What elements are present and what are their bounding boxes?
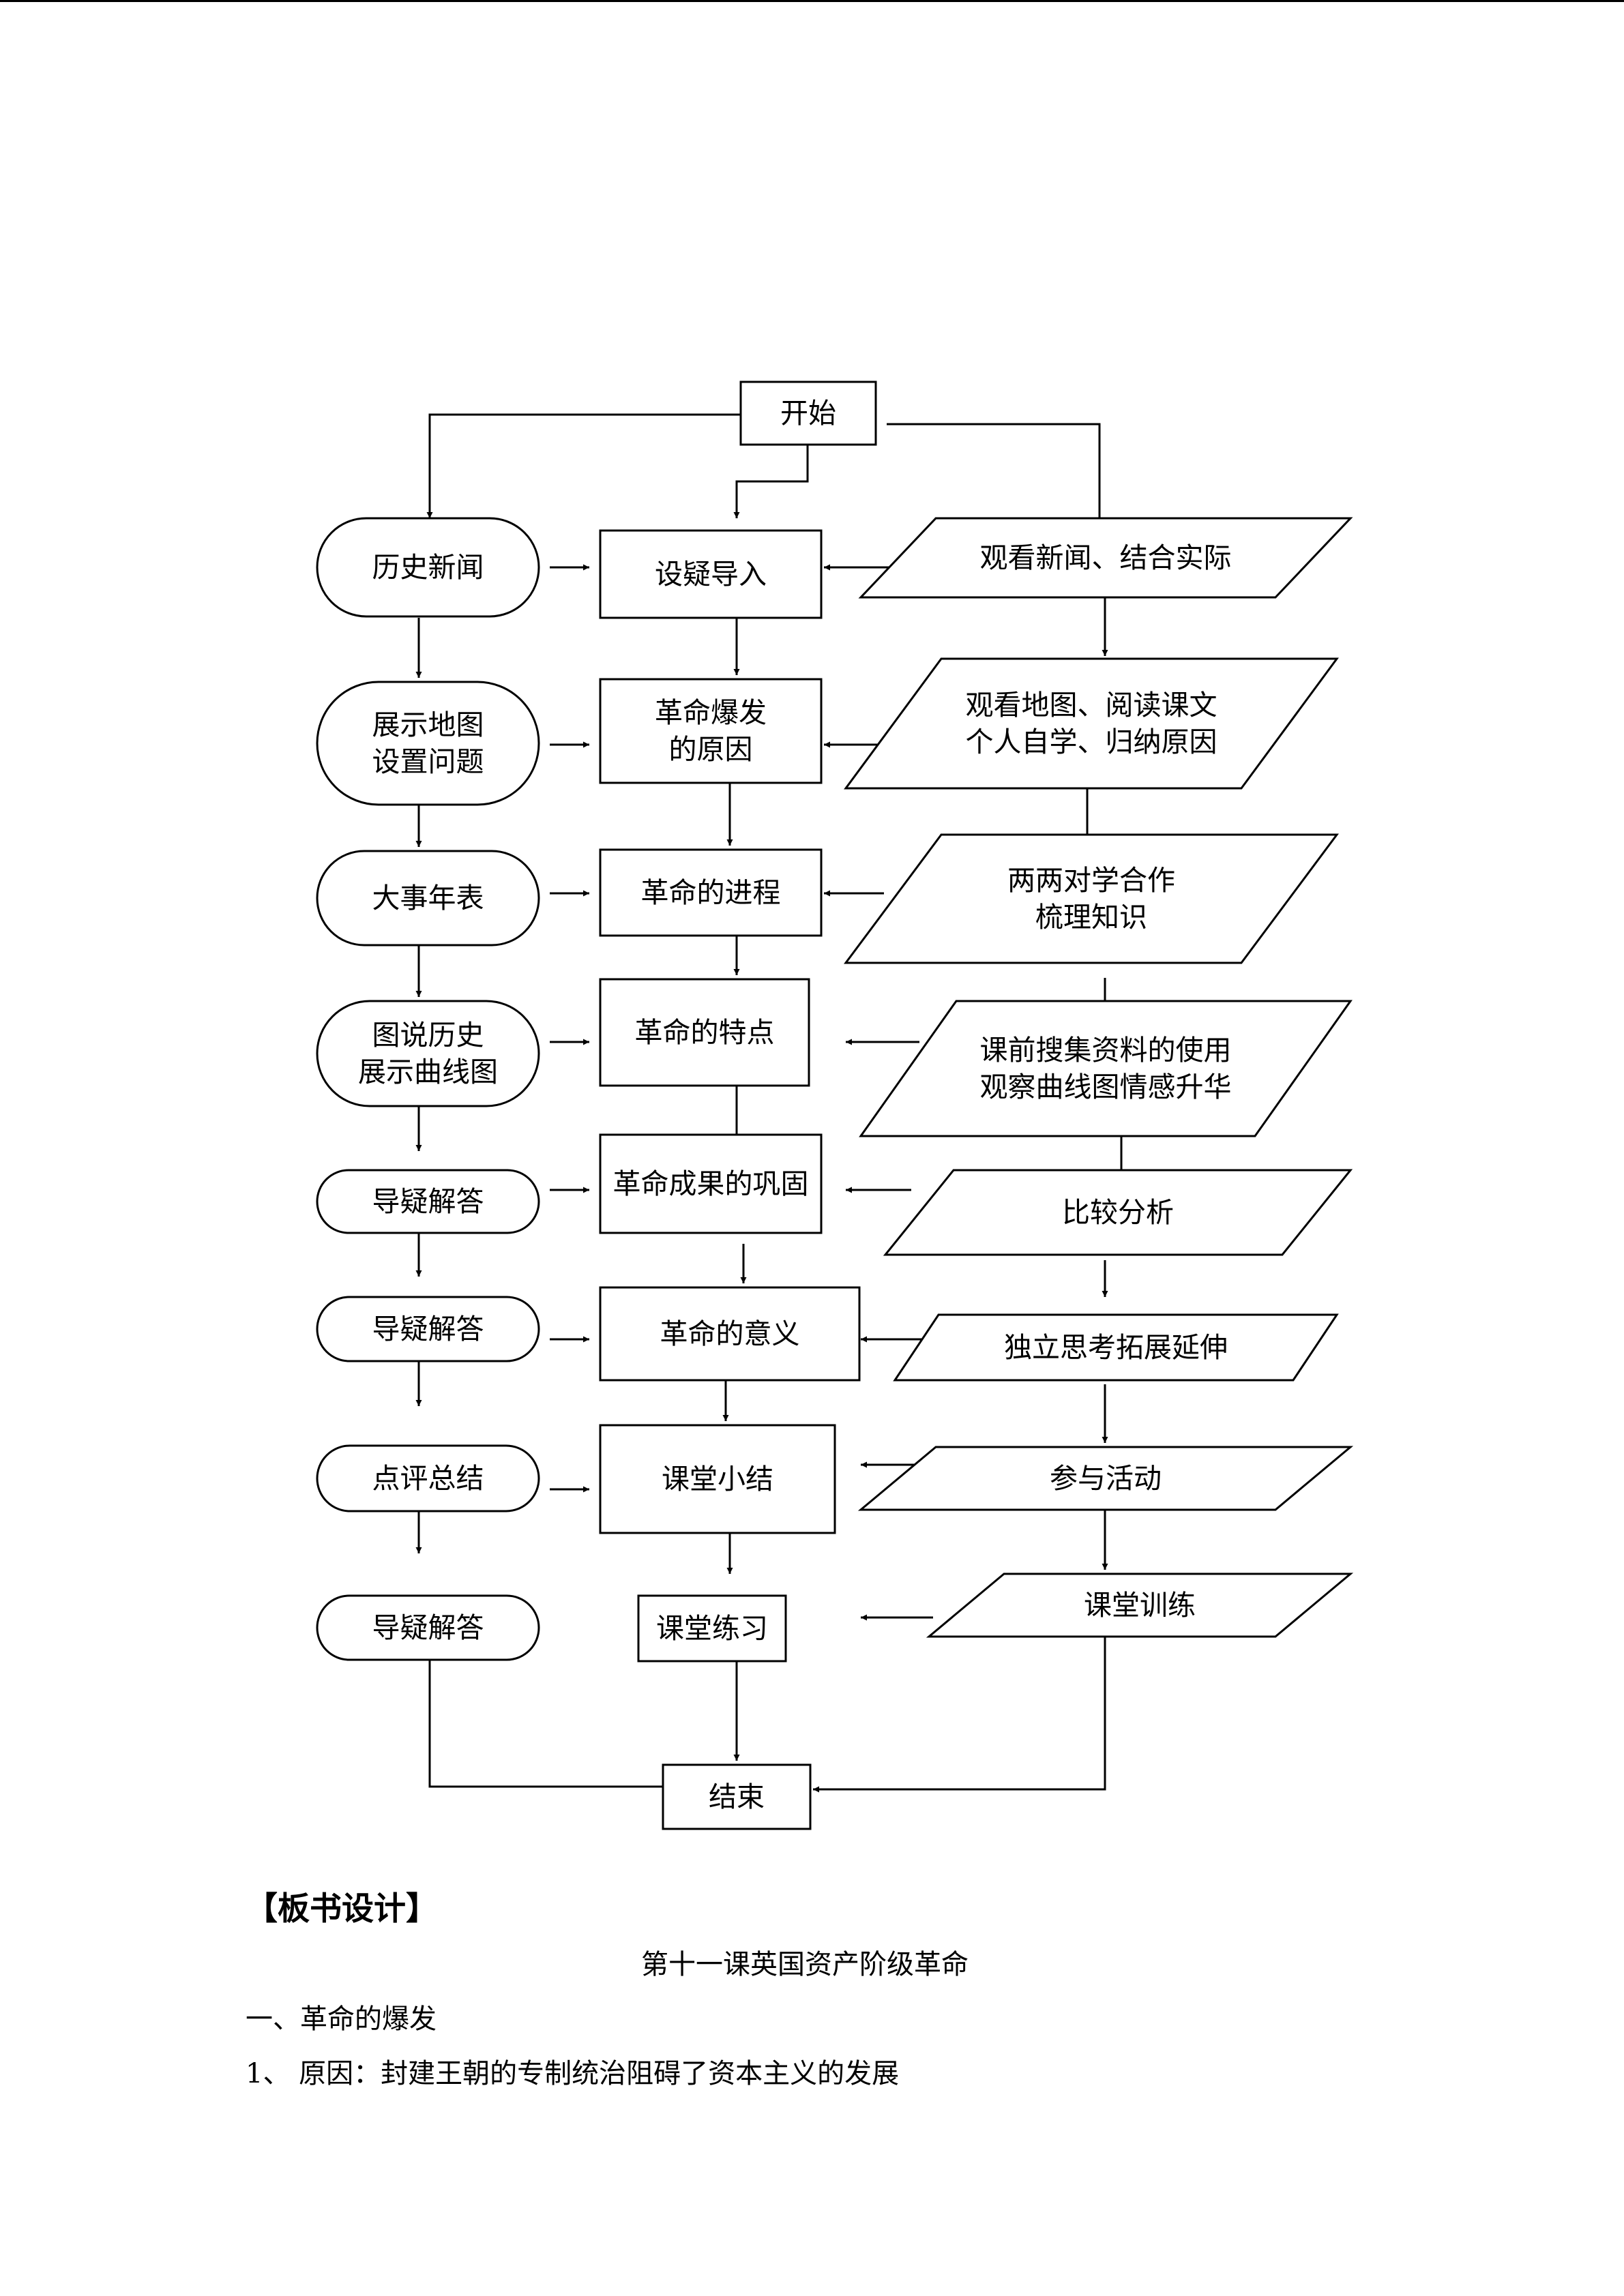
teacher-step-line: 图说历史 bbox=[372, 1019, 484, 1052]
teacher-step-line: 历史新闻 bbox=[372, 551, 484, 584]
teacher-step: 大事年表 bbox=[316, 850, 540, 946]
lesson-step-line: 革命的进程 bbox=[641, 876, 781, 909]
student-step-parallelogram bbox=[893, 1313, 1339, 1382]
lesson-step-box bbox=[599, 1286, 861, 1382]
lesson-step-line: 革命的特点 bbox=[635, 1016, 775, 1049]
student-step: 独立思考拓展延伸 bbox=[893, 1313, 1339, 1382]
flow-arrow bbox=[733, 445, 809, 518]
start-node-box bbox=[739, 381, 877, 446]
lesson-step-line: 课堂小结 bbox=[662, 1463, 773, 1495]
teacher-step-line: 展示曲线图 bbox=[358, 1056, 498, 1088]
lesson-step: 课堂练习 bbox=[637, 1594, 787, 1663]
lesson-step-line: 的原因 bbox=[669, 733, 753, 766]
teacher-step-line: 点评总结 bbox=[372, 1462, 484, 1495]
lesson-step-box bbox=[599, 848, 823, 937]
student-step-parallelogram bbox=[857, 1446, 1354, 1511]
lesson-step: 革命的特点 bbox=[599, 978, 810, 1087]
student-step: 比较分析 bbox=[883, 1169, 1353, 1256]
lesson-step: 革命成果的巩固 bbox=[599, 1133, 823, 1234]
lesson-step-line: 设疑导入 bbox=[655, 558, 767, 591]
lesson-step-box bbox=[637, 1594, 787, 1663]
teacher-step-terminator bbox=[316, 517, 540, 618]
teacher-step-terminator bbox=[316, 1169, 540, 1234]
student-step-parallelogram bbox=[844, 657, 1339, 790]
student-step-parallelogram bbox=[844, 833, 1339, 964]
flow-arrow bbox=[887, 423, 1103, 546]
board-design-heading: 【板书设计】 bbox=[246, 1890, 438, 1928]
student-step-parallelogram bbox=[883, 1169, 1353, 1256]
lesson-step-box bbox=[599, 1133, 823, 1234]
student-step-line: 课前搜集资料的使用 bbox=[980, 1034, 1232, 1067]
lesson-step-box bbox=[599, 978, 810, 1087]
teacher-step: 导疑解答 bbox=[316, 1296, 540, 1362]
end-node-line: 结束 bbox=[709, 1780, 765, 1813]
student-step-parallelogram bbox=[858, 517, 1353, 599]
lesson-step: 革命的进程 bbox=[599, 848, 823, 937]
student-step-line: 两两对学合作 bbox=[1007, 864, 1175, 897]
student-step: 观看新闻、结合实际 bbox=[858, 517, 1353, 599]
lesson-step-line: 革命的意义 bbox=[660, 1317, 800, 1350]
lesson-step-box bbox=[599, 1424, 836, 1534]
flow-connector bbox=[428, 1660, 663, 1788]
lesson-step-line: 课堂练习 bbox=[656, 1612, 768, 1645]
student-step-line: 观看新闻、结合实际 bbox=[980, 541, 1232, 574]
lesson-step-box bbox=[599, 678, 823, 784]
lesson-step: 设疑导入 bbox=[599, 529, 823, 619]
teacher-step: 点评总结 bbox=[316, 1444, 540, 1512]
cause-item: 1、 原因：封建王朝的专制统治阻碍了资本主义的发展 bbox=[246, 2058, 900, 2089]
teacher-step-terminator bbox=[316, 1594, 540, 1661]
student-step: 参与活动 bbox=[857, 1446, 1354, 1511]
teacher-step-line: 展示地图 bbox=[372, 709, 484, 741]
lesson-step-line: 革命爆发 bbox=[655, 696, 767, 729]
teacher-step: 导疑解答 bbox=[316, 1169, 540, 1234]
student-step-parallelogram bbox=[926, 1572, 1354, 1638]
teacher-step-terminator bbox=[316, 1296, 540, 1362]
flow-arrow bbox=[813, 1637, 1106, 1793]
page-top-border bbox=[0, 0, 1624, 2]
student-step-line: 梳理知识 bbox=[1035, 901, 1147, 934]
teacher-step-terminator bbox=[316, 681, 540, 806]
teacher-step-terminator bbox=[316, 1000, 540, 1107]
teacher-step-terminator bbox=[316, 850, 540, 946]
teacher-step-line: 导疑解答 bbox=[372, 1313, 484, 1345]
end-node-box bbox=[662, 1763, 812, 1830]
start-node-line: 开始 bbox=[780, 397, 836, 430]
student-step-parallelogram bbox=[859, 1000, 1353, 1137]
teacher-step-line: 导疑解答 bbox=[372, 1185, 484, 1218]
student-step-line: 个人自学、归纳原因 bbox=[966, 726, 1217, 758]
flow-arrow bbox=[426, 413, 741, 518]
student-step-line: 比较分析 bbox=[1062, 1196, 1174, 1229]
student-step: 课堂训练 bbox=[926, 1572, 1354, 1638]
start-node: 开始 bbox=[739, 381, 877, 446]
student-step-line: 独立思考拓展延伸 bbox=[1004, 1331, 1228, 1364]
student-step-line: 观察曲线图情感升华 bbox=[980, 1071, 1232, 1103]
teacher-step-line: 大事年表 bbox=[372, 882, 484, 914]
teacher-step-line: 设置问题 bbox=[372, 745, 484, 778]
end-node: 结束 bbox=[662, 1763, 812, 1830]
section-heading: 一、革命的爆发 bbox=[246, 2003, 437, 2035]
lesson-step: 革命的意义 bbox=[599, 1286, 861, 1382]
teacher-step-line: 导疑解答 bbox=[372, 1611, 484, 1644]
teacher-step-terminator bbox=[316, 1444, 540, 1512]
lesson-step-box bbox=[599, 529, 823, 619]
teacher-step: 历史新闻 bbox=[316, 517, 540, 618]
lesson-title: 第十一课英国资产阶级革命 bbox=[641, 1949, 969, 1980]
student-step-line: 参与活动 bbox=[1050, 1462, 1162, 1495]
lesson-step: 课堂小结 bbox=[599, 1424, 836, 1534]
student-step-line: 观看地图、阅读课文 bbox=[966, 689, 1217, 721]
lesson-step-line: 革命成果的巩固 bbox=[613, 1167, 809, 1200]
teacher-step: 导疑解答 bbox=[316, 1594, 540, 1661]
student-step-line: 课堂训练 bbox=[1084, 1589, 1196, 1622]
